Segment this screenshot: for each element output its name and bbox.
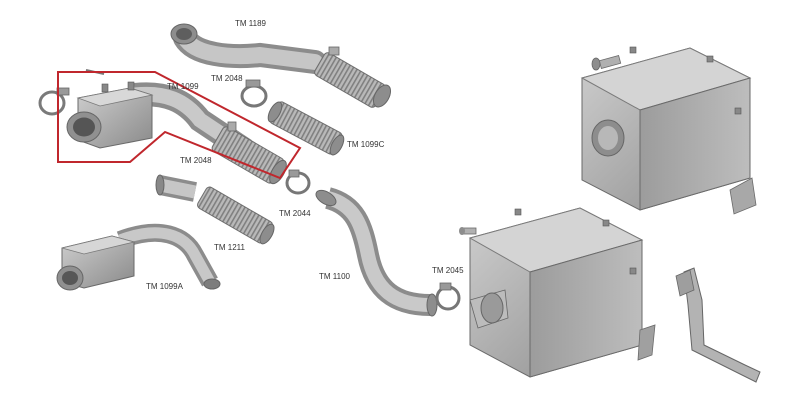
part-tm1100 — [315, 187, 438, 317]
label-tm2048-top: TM 2048 — [211, 74, 243, 83]
label-tm2045: TM 2045 — [432, 266, 464, 275]
label-tm1100: TM 1100 — [319, 272, 350, 281]
part-tm1099a — [56, 223, 221, 291]
clamp-tm2048-top — [240, 79, 268, 108]
label-tm2048-mid: TM 2048 — [180, 156, 212, 165]
label-tm1189: TM 1189 — [235, 19, 266, 28]
silencer-box-upper — [580, 46, 757, 215]
label-tm1099a: TM 1099A — [146, 282, 183, 291]
label-tm2044: TM 2044 — [279, 209, 311, 218]
clamp-tm2044 — [285, 169, 311, 195]
part-tm1211 — [155, 174, 275, 245]
silencer-box-lower — [459, 207, 656, 378]
hanger-bracket — [675, 267, 761, 383]
label-tm1211: TM 1211 — [214, 243, 245, 252]
label-tm1099c: TM 1099C — [347, 140, 385, 149]
clamp-left — [38, 87, 70, 116]
pipe-tm1189 — [170, 23, 392, 108]
part-tm1099 — [66, 81, 287, 185]
part-tm1099c — [267, 101, 345, 156]
highlight-outline — [57, 71, 302, 180]
clamp-tm2045 — [435, 282, 461, 311]
label-tm1099: TM 1099 — [167, 82, 199, 91]
